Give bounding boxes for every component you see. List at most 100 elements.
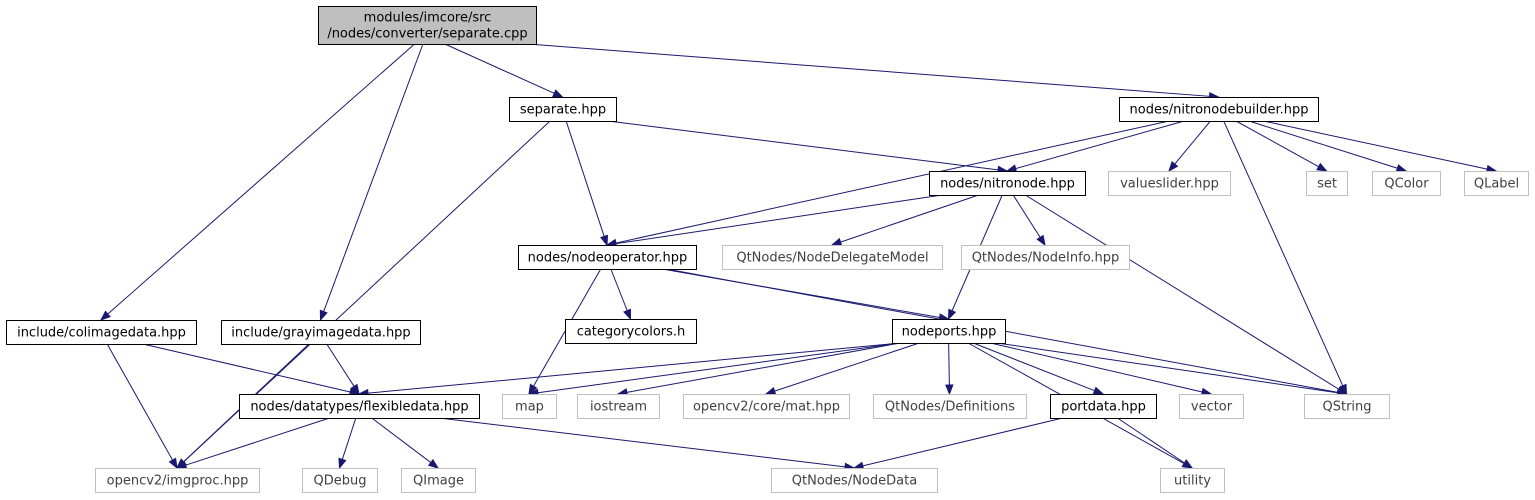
- node-nodeinfo[interactable]: QtNodes/NodeInfo.hpp: [961, 245, 1130, 270]
- edge-nodeoperator-to-categorycolors: [610, 268, 632, 321]
- edge-portdata-to-nodedata: [852, 417, 1063, 470]
- edge-separate-hpp-to-nodeoperator: [565, 120, 609, 247]
- node-box: [302, 468, 378, 493]
- edge-arrowhead: [350, 383, 360, 396]
- node-nodeoperator[interactable]: nodes/nodeoperator.hpp: [518, 245, 697, 270]
- node-iostream[interactable]: iostream: [577, 394, 660, 419]
- edge-line: [323, 43, 424, 312]
- edge-line: [610, 268, 628, 311]
- node-qdebug[interactable]: QDebug: [302, 468, 378, 493]
- node-imgproc[interactable]: opencv2/imgproc.hpp: [95, 468, 260, 493]
- edge-nodeports-to-flexibledata: [357, 342, 901, 398]
- edge-line: [527, 43, 1210, 97]
- node-qcolor[interactable]: QColor: [1372, 171, 1441, 196]
- node-box: [401, 468, 476, 493]
- node-label: portdata.hpp: [1061, 400, 1146, 415]
- node-set[interactable]: set: [1306, 171, 1348, 196]
- edge-line: [862, 417, 1063, 467]
- edge-line: [537, 342, 901, 394]
- edge-line: [615, 120, 1170, 244]
- node-nodeports[interactable]: nodeports.hpp: [892, 319, 1006, 344]
- node-label: QString: [1322, 400, 1371, 415]
- node-label: utility: [1174, 474, 1211, 489]
- edge-nitronode-to-nodeoperator: [605, 194, 943, 248]
- edge-flexibledata-to-qdebug: [338, 417, 357, 470]
- edge-arrowhead: [1168, 160, 1179, 173]
- edge-line: [840, 194, 979, 243]
- node-colimagedata[interactable]: include/colimagedata.hpp: [6, 320, 197, 345]
- edge-line: [948, 342, 950, 386]
- node-qlabel[interactable]: QLabel: [1464, 171, 1529, 196]
- node-box: [929, 171, 1086, 196]
- node-label: set: [1317, 177, 1337, 192]
- node-box: [1119, 97, 1319, 122]
- edge-line: [1223, 120, 1344, 386]
- node-nitronodebuilder[interactable]: nodes/nitronodebuilder.hpp: [1119, 97, 1319, 122]
- node-label: QtNodes/NodeInfo.hpp: [972, 251, 1120, 266]
- node-label: QtNodes/NodeDelegateModel: [736, 251, 928, 266]
- node-nodedelegatemodel[interactable]: QtNodes/NodeDelegateModel: [722, 245, 943, 270]
- edge-line: [444, 43, 555, 94]
- node-separate-hpp[interactable]: separate.hpp: [509, 97, 617, 122]
- node-definitions[interactable]: QtNodes/Definitions: [873, 394, 1027, 419]
- node-label: separate.hpp: [520, 103, 606, 118]
- node-label: QLabel: [1474, 177, 1519, 192]
- node-nitronode[interactable]: nodes/nitronode.hpp: [929, 171, 1086, 196]
- node-box: [1050, 394, 1157, 419]
- node-mat[interactable]: opencv2/core/mat.hpp: [683, 394, 850, 419]
- node-box: [6, 320, 197, 345]
- edge-line: [626, 342, 901, 393]
- node-box: [873, 394, 1027, 419]
- node-box: [565, 319, 697, 344]
- edge-line: [1263, 120, 1488, 170]
- node-separate-cpp[interactable]: modules/imcore/src/nodes/converter/separ…: [318, 6, 537, 45]
- edge-line: [1248, 120, 1398, 169]
- edge-line: [142, 343, 351, 393]
- node-nodedata[interactable]: QtNodes/NodeData: [771, 468, 938, 493]
- node-qstring[interactable]: QString: [1304, 394, 1390, 419]
- edge-arrowhead: [1005, 164, 1018, 173]
- node-box: [1160, 468, 1225, 493]
- node-box: [239, 394, 480, 419]
- node-box: [95, 468, 260, 493]
- node-qimage[interactable]: QImage: [401, 468, 476, 493]
- edge-line: [996, 342, 1338, 394]
- edge-nitronodebuilder-to-qstring: [1223, 120, 1348, 396]
- edge-line: [1012, 194, 1041, 238]
- node-categorycolors[interactable]: categorycolors.h: [565, 319, 697, 344]
- node-box: [1464, 171, 1529, 196]
- node-map[interactable]: map: [502, 394, 557, 419]
- node-grayimagedata[interactable]: include/grayimagedata.hpp: [221, 320, 421, 345]
- edge-arrowhead: [1395, 164, 1408, 173]
- edge-line: [1174, 120, 1211, 165]
- edge-arrowhead: [623, 308, 632, 321]
- node-box: [502, 394, 557, 419]
- edge-colimagedata-to-imgproc: [106, 343, 178, 470]
- node-label: QDebug: [314, 474, 367, 489]
- node-vector[interactable]: vector: [1179, 394, 1244, 419]
- node-box: [961, 245, 1130, 270]
- node-label: QtNodes/NodeData: [792, 474, 917, 489]
- edge-nodeports-to-definitions: [945, 342, 954, 396]
- edge-line: [439, 417, 846, 468]
- node-valueslider[interactable]: valueslider.hpp: [1108, 171, 1231, 196]
- edge-line: [565, 120, 605, 237]
- edge-nitronodebuilder-to-nitronode: [1005, 120, 1185, 173]
- edge-line: [367, 342, 901, 394]
- edge-separate-cpp-to-separate-hpp: [444, 43, 564, 98]
- node-label: QColor: [1384, 177, 1429, 192]
- edge-nodeports-to-map: [527, 342, 901, 397]
- node-label: vector: [1191, 400, 1233, 415]
- edge-colimagedata-to-flexibledata: [142, 343, 361, 396]
- edge-arrowhead: [99, 310, 111, 321]
- node-flexibledata[interactable]: nodes/datatypes/flexibledata.hpp: [239, 394, 480, 419]
- node-box: [1372, 171, 1441, 196]
- edge-arrowhead: [528, 383, 538, 396]
- edge-line: [185, 417, 330, 466]
- node-label: QImage: [413, 474, 464, 489]
- node-utility[interactable]: utility: [1160, 468, 1225, 493]
- node-portdata[interactable]: portdata.hpp: [1050, 394, 1157, 419]
- edge-arrowhead: [427, 458, 440, 469]
- node-label: nodes/nitronodebuilder.hpp: [1130, 103, 1309, 118]
- edge-line: [341, 417, 357, 460]
